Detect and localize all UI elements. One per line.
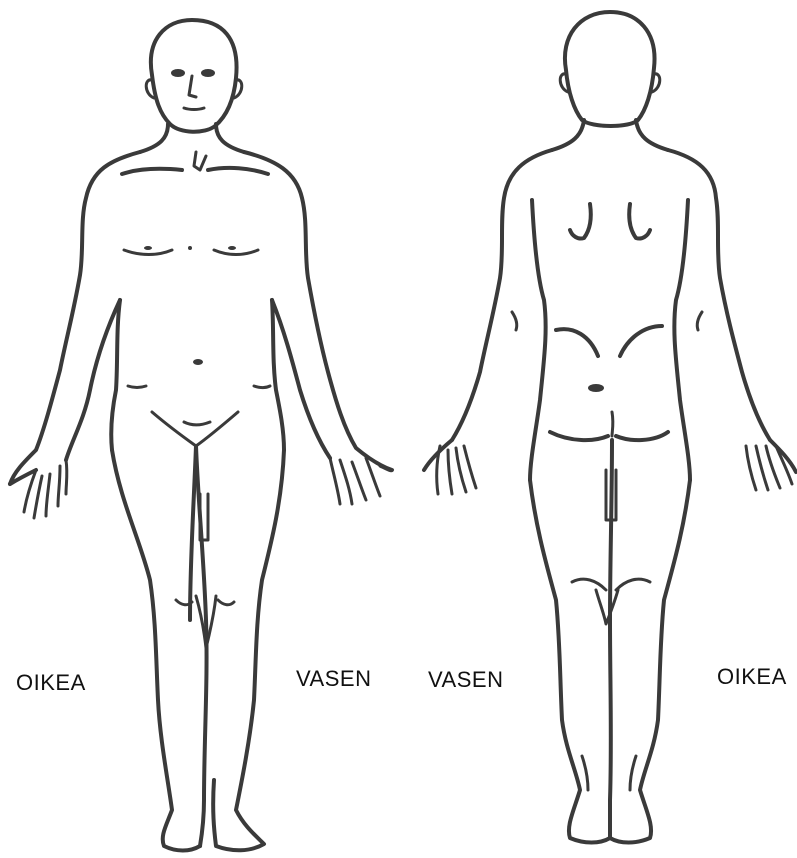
back-figure — [424, 12, 796, 843]
back-figure-right-side-label: OIKEA — [717, 664, 787, 690]
back-figure-left-side-label: VASEN — [428, 667, 503, 693]
front-figure-right-side-label: OIKEA — [16, 670, 86, 696]
front-head — [151, 20, 237, 132]
back-head — [565, 12, 655, 126]
front-figure-left-side-label: VASEN — [296, 666, 371, 692]
front-left-arm-outline — [244, 152, 392, 470]
front-figure — [10, 20, 392, 851]
